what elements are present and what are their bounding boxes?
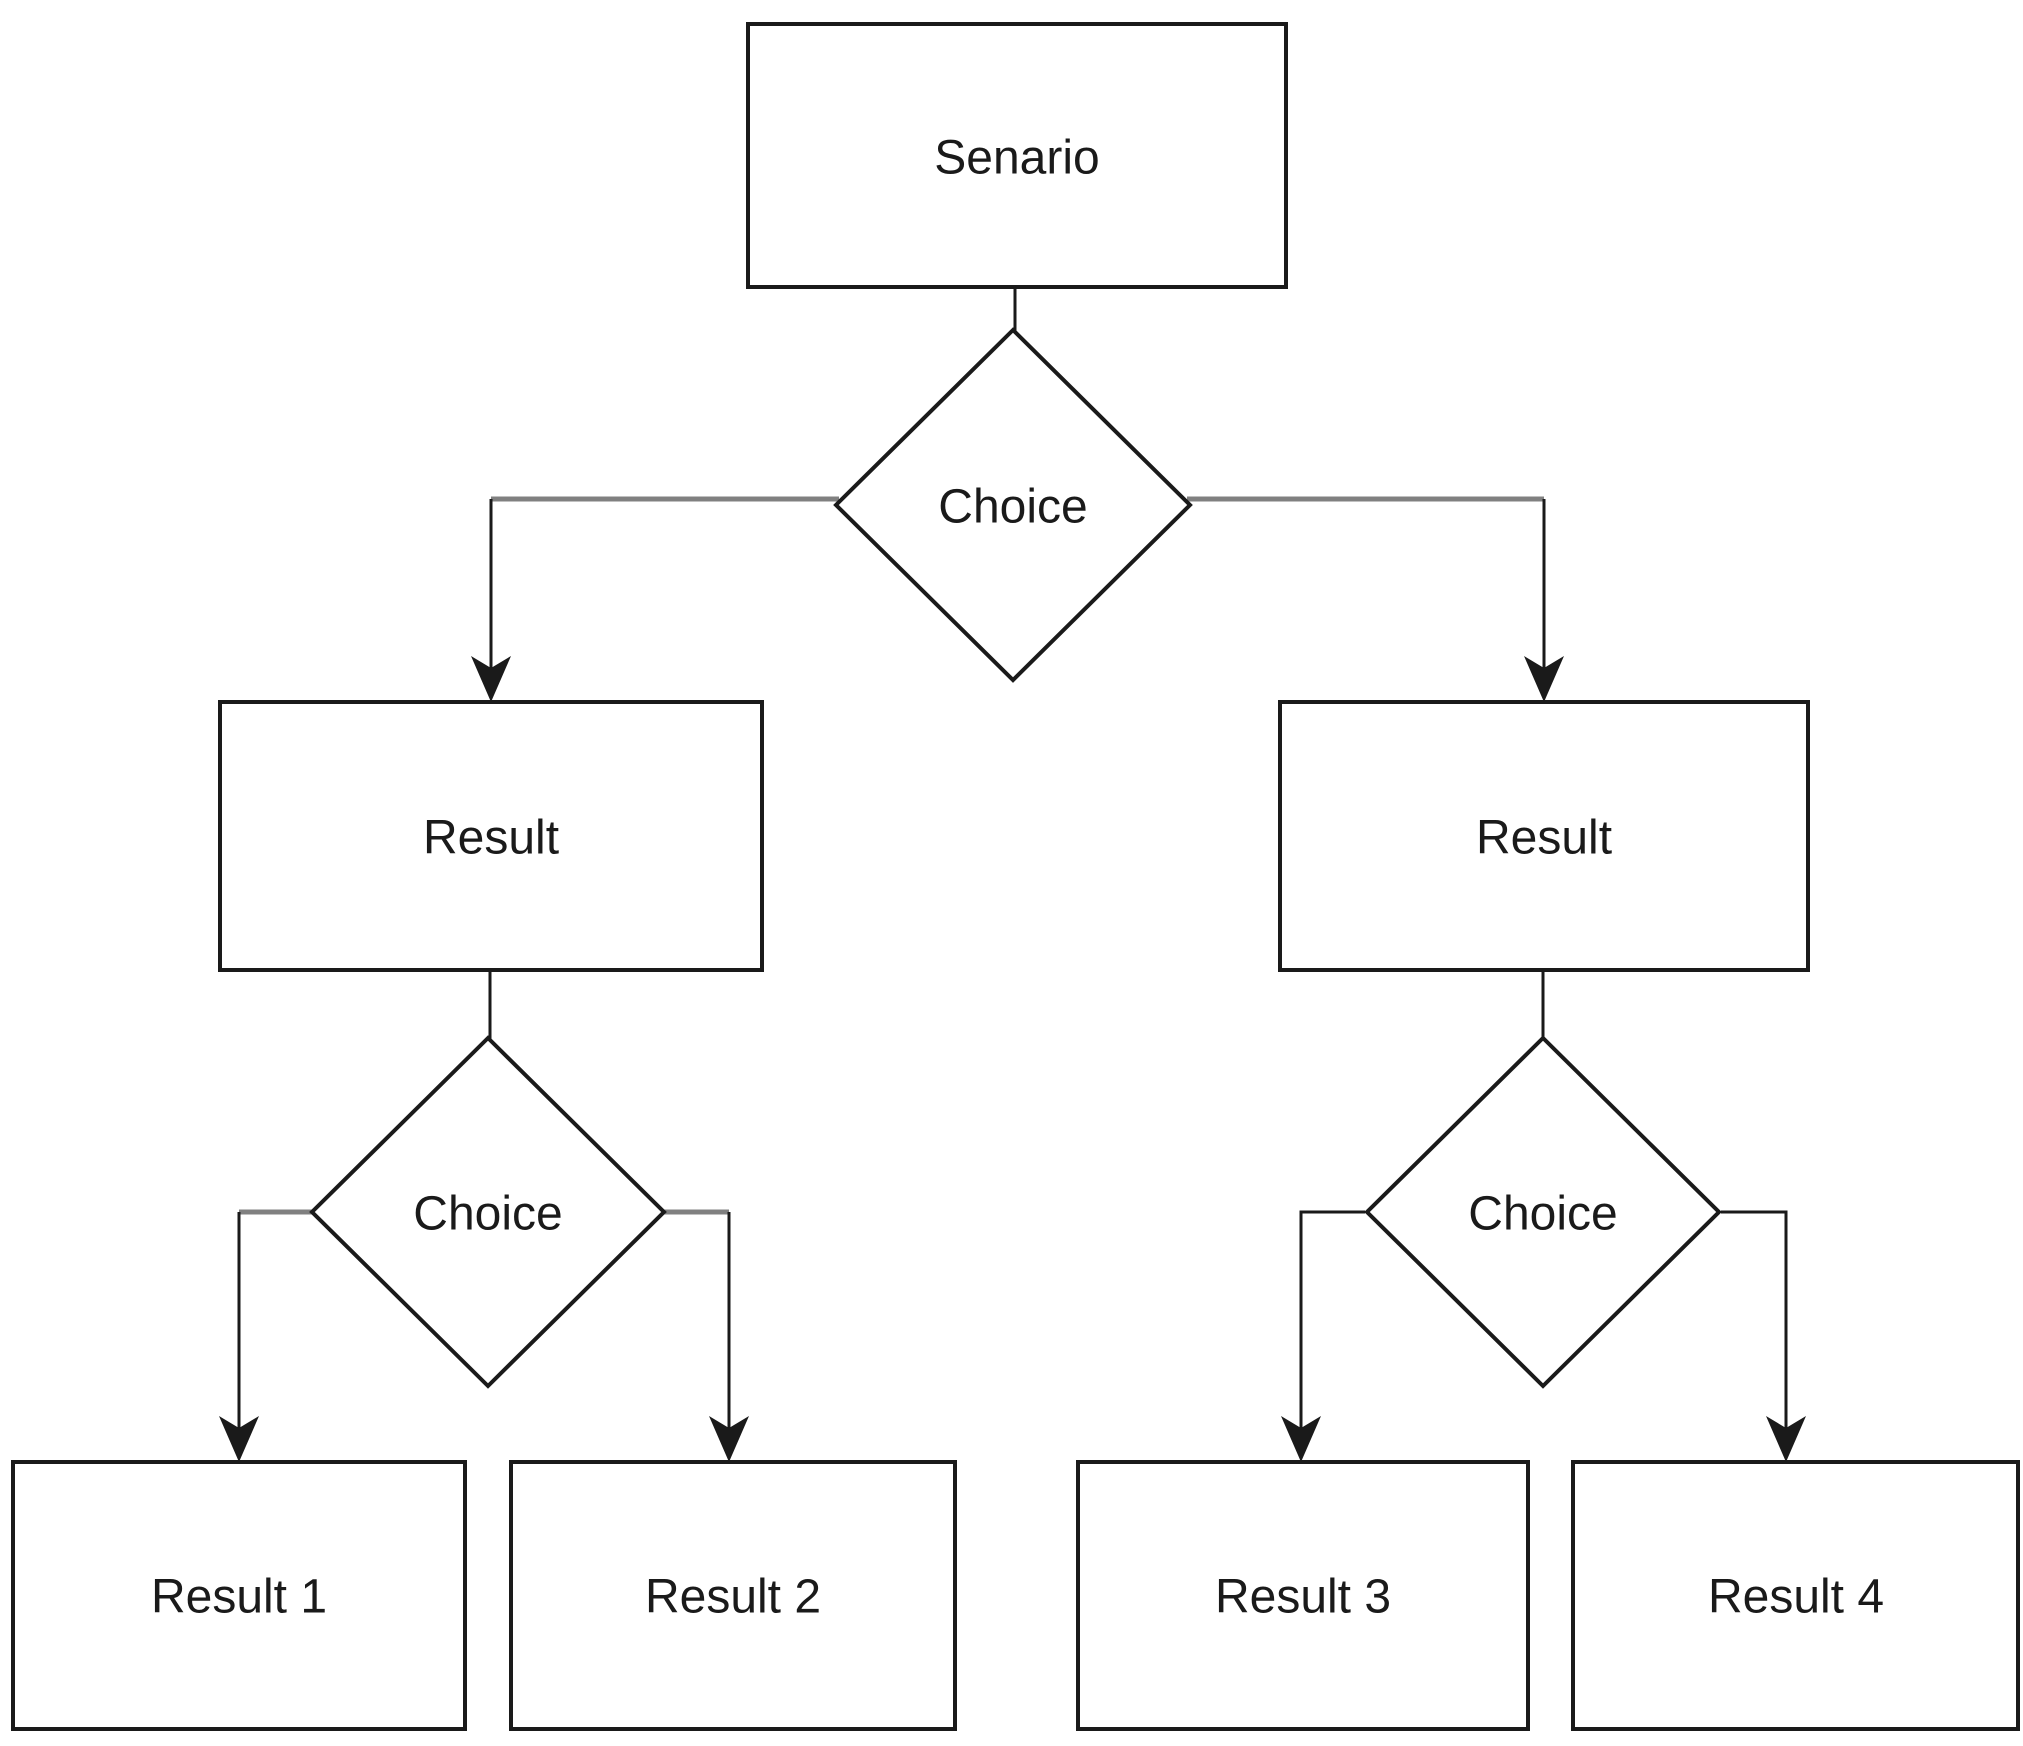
edges bbox=[219, 287, 1806, 1462]
node-result-4: Result 4 bbox=[1571, 1460, 2020, 1731]
node-result-1: Result 1 bbox=[11, 1460, 467, 1731]
result-4-box bbox=[1571, 1460, 2020, 1731]
edge-choice-right-to-result-3 bbox=[1299, 1210, 1365, 1432]
choice-right-diamond bbox=[1364, 1035, 1722, 1389]
node-choice-right: Choice bbox=[1364, 1035, 1722, 1389]
result-1-box bbox=[11, 1460, 467, 1731]
choice-top-label: Choice bbox=[938, 481, 1087, 534]
edge-choice-right-to-result-4 bbox=[1721, 1210, 1788, 1432]
arrowhead-into-result-4 bbox=[1766, 1416, 1806, 1462]
choice-left-label: Choice bbox=[413, 1188, 562, 1241]
result-2-label: Result 2 bbox=[645, 1571, 821, 1624]
result-right-box bbox=[1278, 700, 1810, 972]
scenario-label: Senario bbox=[934, 132, 1099, 185]
choice-top-diamond bbox=[833, 327, 1193, 683]
arrowhead-into-result-3 bbox=[1281, 1416, 1321, 1462]
result-1-label: Result 1 bbox=[151, 1571, 327, 1624]
arrowhead-into-result-right bbox=[1524, 656, 1564, 702]
node-result-3: Result 3 bbox=[1076, 1460, 1530, 1731]
choice-left-diamond bbox=[309, 1035, 667, 1389]
scenario-box bbox=[746, 22, 1288, 289]
arrowhead-into-result-left bbox=[471, 656, 511, 702]
node-result-right: Result bbox=[1278, 700, 1810, 972]
result-4-label: Result 4 bbox=[1708, 1571, 1884, 1624]
node-result-2: Result 2 bbox=[509, 1460, 957, 1731]
arrowhead-into-result-2 bbox=[709, 1416, 749, 1462]
node-choice-top: Choice bbox=[833, 327, 1193, 683]
node-choice-left: Choice bbox=[309, 1035, 667, 1389]
result-left-box bbox=[218, 700, 764, 972]
result-3-label: Result 3 bbox=[1215, 1571, 1391, 1624]
result-right-label: Result bbox=[1476, 812, 1612, 865]
choice-right-label: Choice bbox=[1468, 1188, 1617, 1241]
result-3-box bbox=[1076, 1460, 1530, 1731]
node-result-left: Result bbox=[218, 700, 764, 972]
node-scenario: Senario bbox=[746, 22, 1288, 289]
result-left-label: Result bbox=[423, 812, 559, 865]
result-2-box bbox=[509, 1460, 957, 1731]
arrowhead-into-result-1 bbox=[219, 1416, 259, 1462]
